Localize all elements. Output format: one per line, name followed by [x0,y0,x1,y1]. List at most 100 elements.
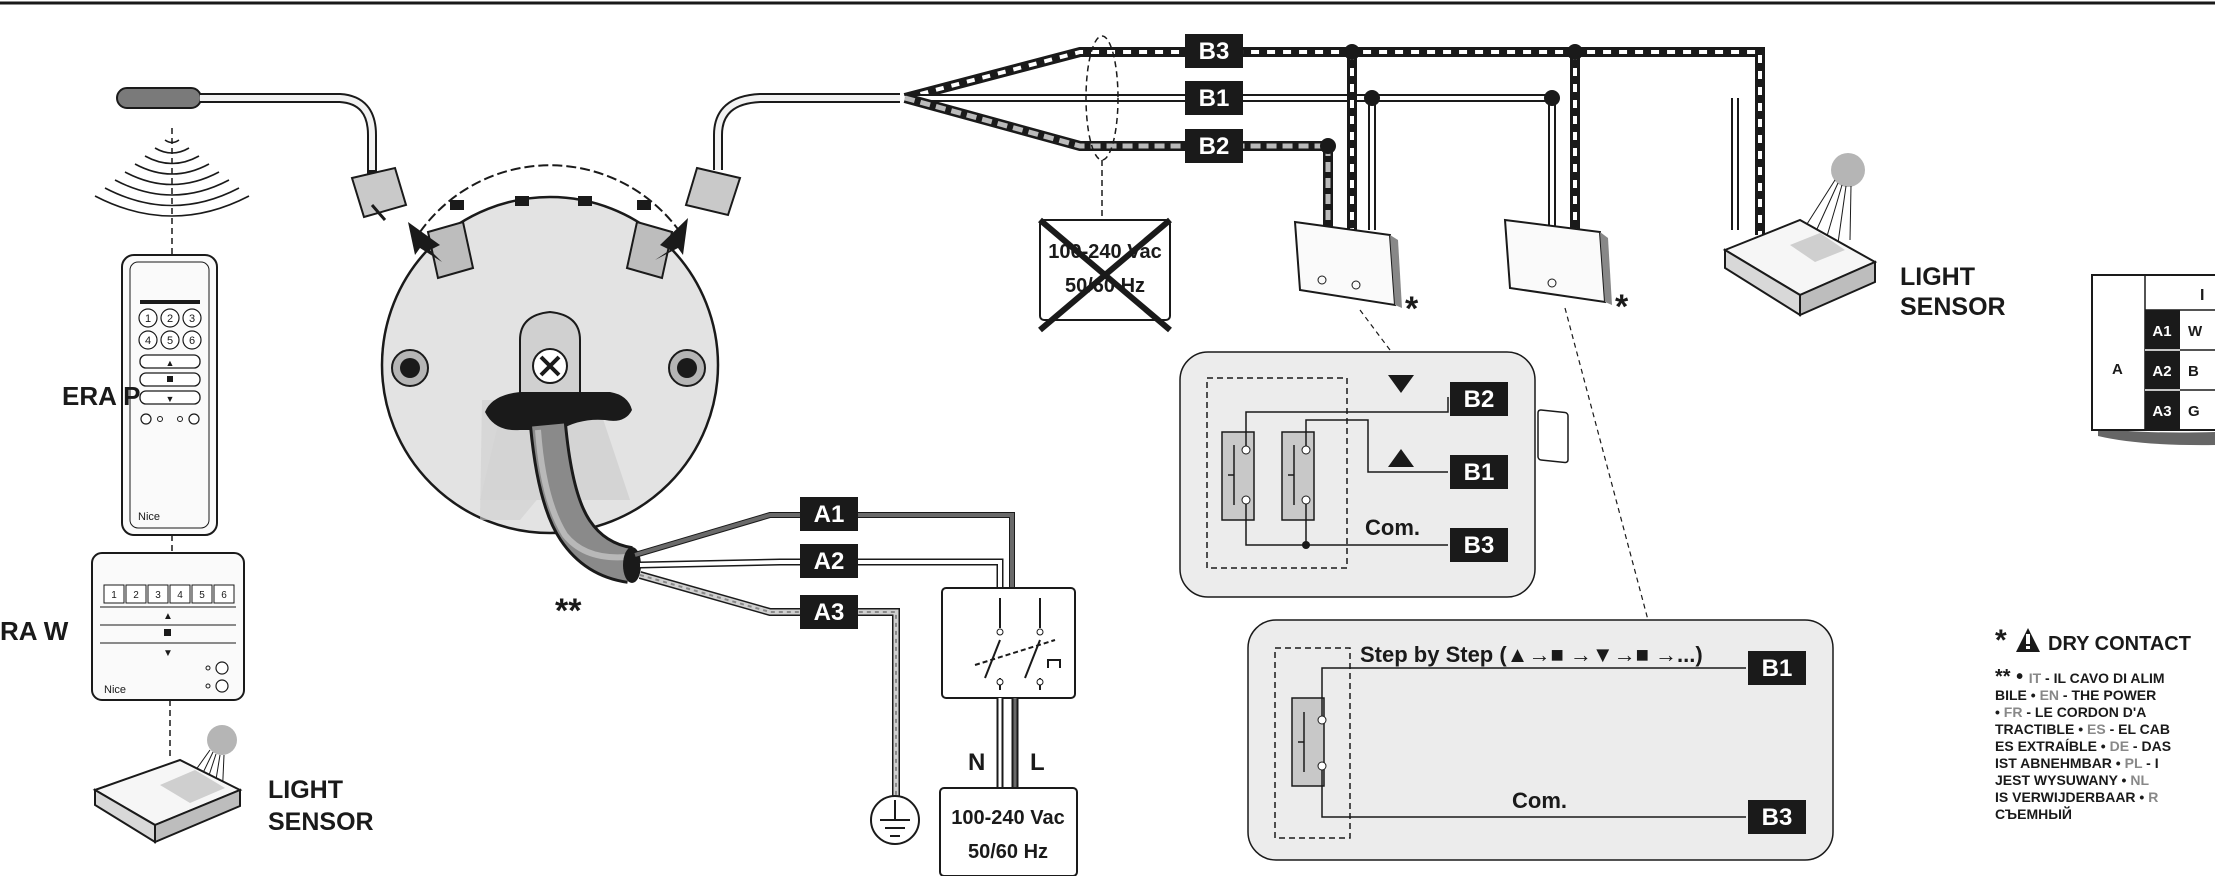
table-row-value: W [2188,323,2203,340]
up-button[interactable] [139,354,201,369]
crossed-power-box: 100-240 Vac 50/60 Hz [1038,217,1172,333]
light-sensor-right-line1: LIGHT [1900,263,1975,291]
note-line: СЪЕМНЫЙ [1995,805,2072,822]
crossed-line1: 100-240 Vac [1048,241,1161,263]
remote-brand-w: Nice [104,684,126,696]
channel-button[interactable] [182,308,202,328]
wall-channel-button[interactable] [103,584,125,604]
cable-label-b2-text: B2 [1199,133,1230,160]
step-by-step-schematic: Step by Step (▲→■ →▼→■ →...) Com. B1 B3 [1247,619,1834,861]
isolator-switch: N L 100-240 Vac 50/60 Hz [939,587,1078,876]
panel1-com: Com. [1365,515,1420,540]
light-sensor-right-line2: SENSOR [1900,293,2006,321]
svg-text:▲: ▲ [163,611,173,622]
light-sensor-left-line1: LIGHT [268,776,343,804]
cable-label-a2-text: A2 [814,548,845,575]
ground-icon [870,795,920,845]
sun-icon-right [1831,153,1865,187]
note-line: ** • IT - IL CAVO DI ALIM [1995,666,2165,688]
down-arrow-icon [1388,375,1414,393]
cable-label-a2 [800,544,858,578]
sun-icon [207,725,237,755]
table-row-id: A1 [2152,323,2171,340]
note-line: IS VERWIJDERBAAR • R [1995,789,2158,805]
cable-label-b1-text: B1 [1199,85,1230,112]
channel-button-label: 1 [145,313,151,325]
cable-label-a3 [800,595,858,629]
wall-channel-label: 4 [177,590,183,601]
wall-channel-button[interactable] [191,584,213,604]
table-row-value: G [2188,403,2200,420]
panel2-b3: B3 [1762,804,1793,831]
wall-channel-button[interactable] [147,584,169,604]
a-cables: A1 A2 A3 [634,497,1015,842]
star-mark-2: * [1615,288,1629,326]
note-line: IST ABNEHMBAR • PL - I [1995,755,2159,771]
down-button[interactable] [139,390,201,405]
plug-left [350,166,442,262]
remote-brand: Nice [138,511,160,523]
wall-channel-label: 5 [199,590,205,601]
channel-button[interactable] [160,308,180,328]
channel-button-label: 3 [189,313,195,325]
dry-contact-label: DRY CONTACT [2048,633,2191,655]
light-sensor-left: LIGHT SENSOR [92,725,374,844]
wall-channel-button[interactable] [125,584,147,604]
notes-block: * DRY CONTACT ** • IT - IL CAVO DI ALIMB… [1995,624,2191,822]
panel2-com: Com. [1512,788,1567,813]
panel1-b1: B1 [1464,459,1495,486]
table-header-fragment: I [2200,287,2204,304]
b-cables: B3 B1 B2 [903,34,1765,235]
live-label: L [1030,749,1045,776]
channel-button-label: 4 [145,335,151,347]
cable-label-b2 [1185,129,1243,163]
channel-button[interactable] [160,330,180,350]
note-star: * [1995,624,2007,657]
wall-channel-label: 6 [221,590,227,601]
channel-button[interactable] [138,330,158,350]
star-mark-1: * [1405,290,1419,328]
up-arrow-icon [1388,449,1414,467]
light-sensor-right: LIGHT SENSOR [1722,153,2006,321]
power-line2: 50/60 Hz [968,841,1048,863]
era-w-label: RA W [0,616,69,646]
channel-button-label: 6 [189,335,195,347]
wall-channel-button[interactable] [213,584,235,604]
cable-label-a1 [800,497,858,531]
wall-switch-single: * [1503,218,1649,621]
cable-label-a1-text: A1 [814,501,845,528]
power-line1: 100-240 Vac [951,807,1064,829]
panel1-b2: B2 [1464,386,1495,413]
wall-channel-label: 3 [155,590,161,601]
panel1-b3: B3 [1464,532,1495,559]
note-line: JEST WYSUWANY • NL [1995,772,2149,788]
channel-button[interactable] [138,308,158,328]
svg-text:▲: ▲ [166,358,175,368]
double-star-mark: ** [555,592,582,630]
neutral-label: N [968,749,985,776]
era-p-label: ERA P [62,381,141,411]
cable-label-a3-text: A3 [814,599,845,626]
table-row-value: B [2188,363,2199,380]
cable-label-b3-text: B3 [1199,38,1230,65]
channel-button[interactable] [182,330,202,350]
note-line: TRACTIBLE • ES - EL CAB [1995,721,2170,737]
plug-right [655,93,900,260]
channel-button-label: 2 [167,313,173,325]
cable-label-b1 [1185,81,1243,115]
table-row-id: A2 [2152,363,2171,380]
double-switch-schematic: B2 B1 B3 Com. [1179,351,1536,598]
wall-channel-button[interactable] [169,584,191,604]
light-sensor-left-line2: SENSOR [268,808,374,836]
svg-text:▼: ▼ [166,394,175,404]
step-by-step-label: Step by Step (▲→■ →▼→■ →...) [1360,642,1703,667]
svg-text:▼: ▼ [163,648,173,659]
wall-channel-label: 2 [133,590,139,601]
note-line: BILE • EN - THE POWER [1995,687,2156,703]
